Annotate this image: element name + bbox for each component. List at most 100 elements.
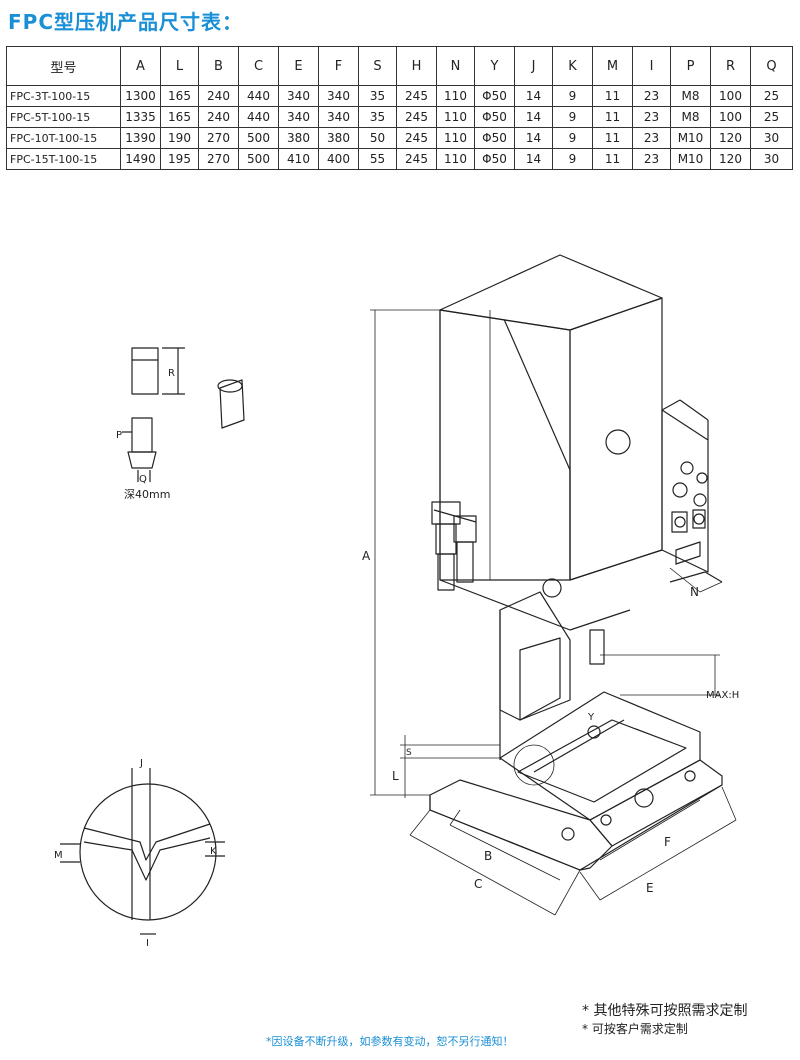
detail-view — [60, 768, 225, 935]
label-q: Q — [139, 474, 147, 485]
value-cell: 1300 — [120, 85, 161, 107]
control-box — [661, 399, 723, 583]
value-cell: 14 — [514, 127, 553, 149]
value-cell: 165 — [160, 106, 199, 128]
air-filter-regulator — [431, 501, 477, 591]
value-cell: 11 — [592, 106, 633, 128]
value-cell: 195 — [160, 148, 199, 170]
value-cell: 23 — [632, 127, 671, 149]
worktable — [429, 691, 723, 871]
value-cell: M8 — [670, 106, 711, 128]
value-cell: 1335 — [120, 106, 161, 128]
column-header: I — [632, 46, 671, 86]
value-cell: 35 — [358, 85, 397, 107]
note-custom: * 其他特殊可按照需求定制 — [582, 1003, 748, 1019]
value-cell: 100 — [710, 106, 751, 128]
value-cell: 55 — [358, 148, 397, 170]
column-header: 型号 — [6, 46, 121, 86]
label-n: N — [690, 585, 699, 599]
model-cell: FPC-15T-100-15 — [6, 148, 121, 170]
value-cell: 14 — [514, 85, 553, 107]
value-cell: 14 — [514, 148, 553, 170]
value-cell: 1490 — [120, 148, 161, 170]
column-header: S — [358, 46, 397, 86]
value-cell: 410 — [278, 148, 319, 170]
value-cell: M10 — [670, 127, 711, 149]
value-cell: 11 — [592, 85, 633, 107]
value-cell: 240 — [198, 85, 239, 107]
value-cell: 9 — [552, 85, 593, 107]
column-header: R — [710, 46, 751, 86]
value-cell: 23 — [632, 106, 671, 128]
footnote: *因设备不断升级，如参数有变动，恕不另行通知！ — [266, 1035, 514, 1048]
value-cell: 340 — [278, 106, 319, 128]
value-cell: Φ50 — [474, 85, 515, 107]
value-cell: 270 — [198, 148, 239, 170]
label-e: E — [646, 881, 654, 895]
value-cell: 11 — [592, 127, 633, 149]
column-header: C — [238, 46, 279, 86]
press-column — [499, 591, 631, 760]
value-cell: Φ50 — [474, 148, 515, 170]
column-header: P — [670, 46, 711, 86]
value-cell: 25 — [750, 106, 793, 128]
column-header: J — [514, 46, 553, 86]
label-m: M — [54, 850, 63, 861]
label-a: A — [362, 549, 371, 563]
label-p: P — [116, 430, 122, 441]
label-k: K — [210, 846, 217, 857]
note-customer: * 可按客户需求定制 — [582, 1022, 688, 1036]
value-cell: 23 — [632, 148, 671, 170]
column-header: H — [396, 46, 437, 86]
value-cell: 110 — [436, 85, 475, 107]
value-cell: 270 — [198, 127, 239, 149]
value-cell: 30 — [750, 127, 793, 149]
value-cell: 1390 — [120, 127, 161, 149]
column-header: N — [436, 46, 475, 86]
label-i: I — [146, 938, 149, 949]
value-cell: 340 — [318, 106, 359, 128]
value-cell: 245 — [396, 148, 437, 170]
value-cell: 440 — [238, 85, 279, 107]
label-depth: 深40mm — [124, 488, 170, 501]
label-r: R — [168, 368, 175, 379]
value-cell: 380 — [278, 127, 319, 149]
value-cell: 9 — [552, 106, 593, 128]
press-drawing: A L S B C E F N Y MAX:H R P Q 深40mm J M … — [54, 254, 739, 949]
value-cell: 14 — [514, 106, 553, 128]
dimension-lines — [370, 309, 737, 916]
label-c: C — [474, 877, 482, 891]
value-cell: Φ50 — [474, 127, 515, 149]
label-l: L — [392, 769, 399, 783]
value-cell: M8 — [670, 85, 711, 107]
press-head — [439, 254, 663, 631]
column-header: L — [160, 46, 199, 86]
value-cell: M10 — [670, 148, 711, 170]
column-header: M — [592, 46, 633, 86]
value-cell: 11 — [592, 148, 633, 170]
page-title: FPC型压机产品尺寸表： — [8, 10, 243, 34]
value-cell: 380 — [318, 127, 359, 149]
value-cell: 30 — [750, 148, 793, 170]
column-header: A — [120, 46, 161, 86]
column-header: Y — [474, 46, 515, 86]
value-cell: 190 — [160, 127, 199, 149]
value-cell: 245 — [396, 127, 437, 149]
column-header: F — [318, 46, 359, 86]
value-cell: 110 — [436, 106, 475, 128]
value-cell: 340 — [318, 85, 359, 107]
model-cell: FPC-10T-100-15 — [6, 127, 121, 149]
value-cell: 245 — [396, 85, 437, 107]
value-cell: 35 — [358, 106, 397, 128]
value-cell: 500 — [238, 148, 279, 170]
value-cell: 100 — [710, 85, 751, 107]
value-cell: 9 — [552, 148, 593, 170]
model-cell: FPC-3T-100-15 — [6, 85, 121, 107]
model-cell: FPC-5T-100-15 — [6, 106, 121, 128]
press-base — [429, 784, 723, 871]
